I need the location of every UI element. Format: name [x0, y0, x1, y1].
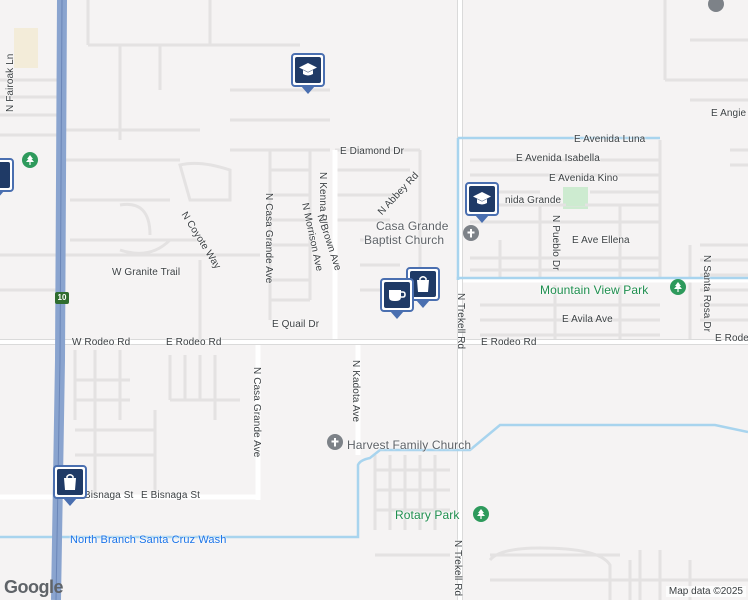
street-label-fairoak: N Fairoak Ln	[5, 53, 16, 112]
harvest-church-label[interactable]: Harvest Family Church	[347, 438, 472, 452]
place-dot-icon[interactable]	[708, 0, 724, 12]
marker-icon	[0, 162, 10, 188]
street-label-avenida-kino: E Avenida Kino	[549, 173, 619, 184]
tree-icon[interactable]	[22, 152, 38, 168]
tree-icon[interactable]	[473, 506, 489, 522]
school-icon	[295, 57, 321, 83]
street-label-w-rodeo: W Rodeo Rd	[72, 337, 131, 348]
street-label-quail: E Quail Dr	[272, 319, 320, 330]
street-label-casa-grande-south: N Casa Grande Ave	[251, 367, 262, 458]
cross-icon[interactable]	[327, 434, 343, 450]
street-label-granite: W Granite Trail	[112, 267, 181, 278]
street-label-avila: E Avila Ave	[562, 314, 613, 325]
shopping-bag-icon	[410, 271, 436, 297]
street-label-bisnaga-east: E Bisnaga St	[141, 490, 201, 501]
coffee-cup-icon	[384, 282, 410, 308]
street-label-avenida-luna: E Avenida Luna	[574, 134, 646, 145]
street-label-bisnaga-west: Bisnaga St	[84, 490, 134, 501]
street-label-avenida-isabella: E Avenida Isabella	[516, 153, 600, 164]
map-attribution[interactable]: Map data ©2025	[665, 586, 746, 597]
interstate-shield: 10	[55, 292, 69, 304]
place-marker-partial[interactable]	[0, 158, 14, 199]
street-label-santa-rosa: N Santa Rosa Dr	[701, 255, 712, 333]
street-label-e-rodeo-west: E Rodeo Rd	[166, 337, 222, 348]
waterway-label: North Branch Santa Cruz Wash	[70, 534, 227, 546]
church-name-line1[interactable]: Casa Grande	[376, 219, 449, 233]
shopping-marker[interactable]	[53, 465, 87, 506]
cross-icon[interactable]	[463, 225, 479, 241]
street-label-casa-grande-north: N Casa Grande Ave	[263, 193, 274, 284]
school-icon	[469, 186, 495, 212]
school-marker[interactable]	[291, 53, 325, 94]
street-label-e-rodeo-mid: E Rodeo Rd	[481, 337, 537, 348]
street-label-avenida-grande: nida Grande	[505, 195, 562, 206]
church-name-line2[interactable]: Baptist Church	[364, 233, 445, 247]
street-label-kadota: N Kadota Ave	[350, 360, 361, 423]
shopping-bag-icon	[57, 469, 83, 495]
mountain-view-park-label[interactable]: Mountain View Park	[540, 283, 649, 297]
cafe-marker[interactable]	[380, 278, 414, 319]
street-label-e-rodeo-east: E Rode	[715, 333, 748, 344]
google-logo[interactable]: Google	[4, 577, 64, 597]
rotary-park-label[interactable]: Rotary Park	[395, 508, 460, 522]
school-marker[interactable]	[465, 182, 499, 223]
street-label-angie: E Angie	[711, 108, 747, 119]
street-label-diamond: E Diamond Dr	[340, 146, 404, 157]
street-label-ave-ellena: E Ave Ellena	[572, 235, 630, 246]
street-label-pueblo: N Pueblo Dr	[550, 215, 561, 271]
shopping-marker[interactable]	[406, 267, 440, 308]
tree-icon[interactable]	[670, 279, 686, 295]
street-label-trekell-north: N Trekell Rd	[455, 293, 466, 350]
street-label-trekell-south: N Trekell Rd	[452, 540, 463, 597]
